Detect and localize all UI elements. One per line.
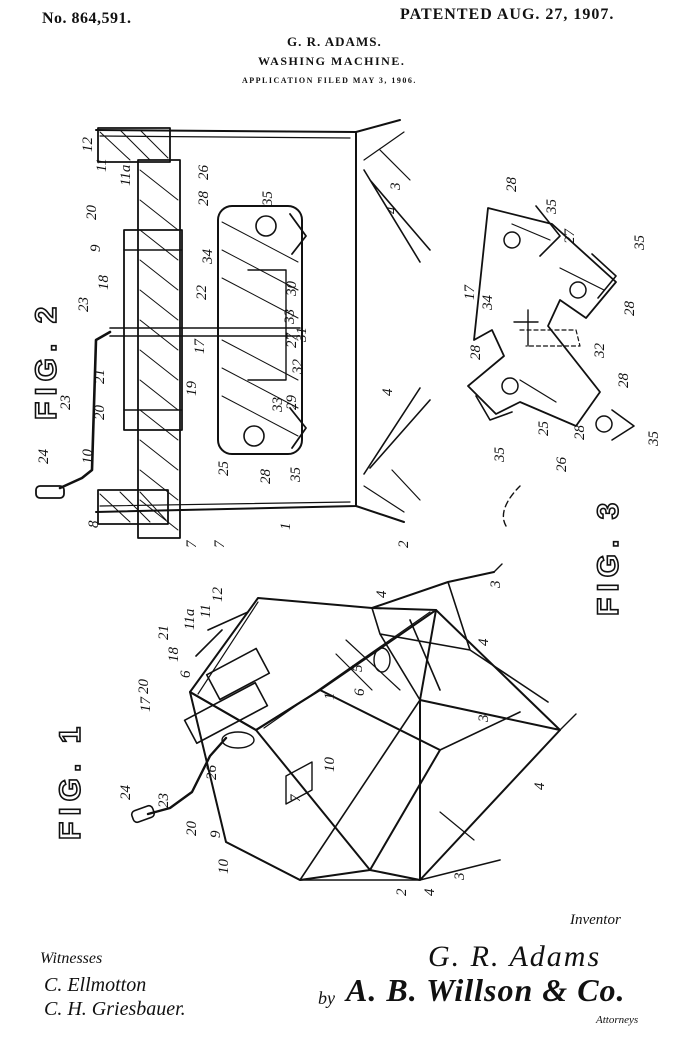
fig1-ref-numeral: 1 [322, 693, 338, 701]
fig3-ref-numeral: 35 [646, 431, 662, 448]
fig1-ref-numeral: 5 [350, 664, 366, 672]
fig2-ref-numeral: 4 [380, 388, 396, 396]
fig1-ref-numeral: 3 [452, 873, 468, 882]
fig1-ref-numeral: 4 [532, 782, 548, 790]
fig2-ref-numeral: 28 [196, 191, 212, 207]
fig2-ref-numeral: 34 [200, 249, 216, 266]
fig1-ref-numeral: 18 [166, 647, 182, 663]
fig3-ref-numeral: 26 [554, 457, 570, 473]
attorneys-label: Attorneys [596, 1014, 638, 1026]
fig1-ref-numeral: 7 [288, 793, 304, 802]
fig3-ref-numeral: 28 [616, 373, 632, 389]
fig2-ref-numeral: 23 [58, 395, 74, 410]
fig2-ref-numeral: 3 [388, 183, 404, 192]
fig3-ref-numeral: 17 [462, 284, 478, 301]
fig1-ref-numeral: 11a [182, 609, 198, 630]
fig2-ref-numeral: 9 [88, 244, 104, 252]
fig3-ref-numeral: 25 [536, 421, 552, 437]
inventor-signature: G. R. Adams [428, 940, 601, 974]
fig3-ref-numeral: 28 [572, 425, 588, 441]
fig1-label: FIG. 1 [54, 721, 87, 840]
fig1-ref-numeral: 4 [476, 638, 492, 646]
fig2-drawing [36, 120, 430, 538]
fig1-ref-numeral: 10 [216, 859, 232, 875]
fig3-ref-numeral: 35 [544, 199, 560, 216]
fig3-ref-numeral: 34 [480, 295, 496, 312]
fig3-ref-numeral: 27 [562, 228, 578, 245]
fig2-ref-numeral: 7 [212, 539, 228, 548]
fig2-ref-numeral: 27 [284, 332, 300, 349]
fig3-drawing [468, 206, 634, 526]
fig2-ref-numeral: 18 [96, 275, 112, 291]
fig2-ref-numeral: 33 [282, 309, 298, 325]
fig1-ref-numeral: 6 [352, 688, 368, 696]
fig3-ref-numeral: 28 [504, 177, 520, 193]
by-label: by [318, 988, 335, 1009]
fig3-ref-numeral: 28 [468, 345, 484, 361]
fig2-ref-numeral: 2 [396, 540, 412, 548]
fig3-ref-numeral: 35 [632, 235, 648, 252]
fig3-ref-numeral: 28 [622, 301, 638, 317]
fig2-ref-numeral: 35 [288, 467, 304, 484]
fig2-ref-numeral: 24 [36, 449, 52, 465]
fig2-ref-numeral: 10 [80, 449, 96, 465]
fig3-ref-numeral: 32 [592, 343, 608, 360]
fig2-ref-numeral: 29 [284, 395, 300, 411]
witness-signature-2: C. H. Griesbauer. [44, 998, 186, 1021]
attorney-signature: A. B. Willson & Co. [346, 972, 626, 1009]
fig2-ref-numeral: 26 [196, 165, 212, 181]
fig2-ref-numeral: 21 [92, 369, 108, 384]
fig1-ref-numeral: 11 [198, 604, 214, 618]
fig2-ref-numeral: 7 [184, 539, 200, 548]
fig1-ref-numeral: 2 [394, 888, 410, 896]
witness-signature-1: C. Ellmotton [44, 974, 146, 997]
inventor-label: Inventor [570, 912, 621, 929]
fig2-ref-numeral: 28 [258, 469, 274, 485]
fig1-reference-numerals: 121111a211862017232426209101107563443424… [118, 581, 548, 897]
fig3-ref-numeral: 35 [492, 447, 508, 464]
fig2-ref-numeral: 11a [118, 165, 134, 186]
fig2-ref-numeral: 12 [80, 137, 96, 153]
fig2-ref-numeral: 35 [260, 191, 276, 208]
witnesses-label: Witnesses [40, 950, 102, 968]
fig2-ref-numeral: 30 [284, 281, 300, 298]
fig1-ref-numeral: 20 [136, 679, 152, 695]
fig1-ref-numeral: 12 [210, 587, 226, 603]
fig1-ref-numeral: 3 [488, 581, 504, 590]
fig2-ref-numeral: 33 [270, 397, 286, 413]
fig2-ref-numeral: 20 [92, 405, 108, 421]
fig2-ref-numeral: 20 [84, 205, 100, 221]
fig1-ref-numeral: 21 [156, 625, 172, 640]
fig1-ref-numeral: 3 [476, 715, 492, 724]
fig2-ref-numeral: 25 [216, 461, 232, 477]
fig1-ref-numeral: 26 [204, 765, 220, 781]
fig1-ref-numeral: 4 [422, 888, 438, 896]
fig2-ref-numeral: 32 [290, 359, 306, 376]
fig2-ref-numeral: 19 [184, 381, 200, 397]
fig2-ref-numeral: 4 [384, 206, 400, 214]
fig1-ref-numeral: 6 [178, 670, 194, 678]
fig2-ref-numeral: 22 [194, 285, 210, 301]
fig1-ref-numeral: 4 [374, 590, 390, 598]
fig1-ref-numeral: 10 [322, 757, 338, 773]
fig2-ref-numeral: 23 [76, 297, 92, 312]
fig1-ref-numeral: 23 [156, 793, 172, 808]
fig2-ref-numeral: 17 [192, 338, 208, 355]
fig2-ref-numeral: 11 [94, 158, 110, 172]
fig2-ref-numeral: 8 [86, 520, 102, 528]
fig1-ref-numeral: 9 [208, 830, 224, 838]
fig3-label: FIG. 3 [592, 497, 625, 616]
fig1-ref-numeral: 17 [138, 696, 154, 713]
fig1-ref-numeral: 20 [184, 821, 200, 837]
fig1-ref-numeral: 24 [118, 785, 134, 801]
fig2-ref-numeral: 1 [278, 523, 294, 531]
